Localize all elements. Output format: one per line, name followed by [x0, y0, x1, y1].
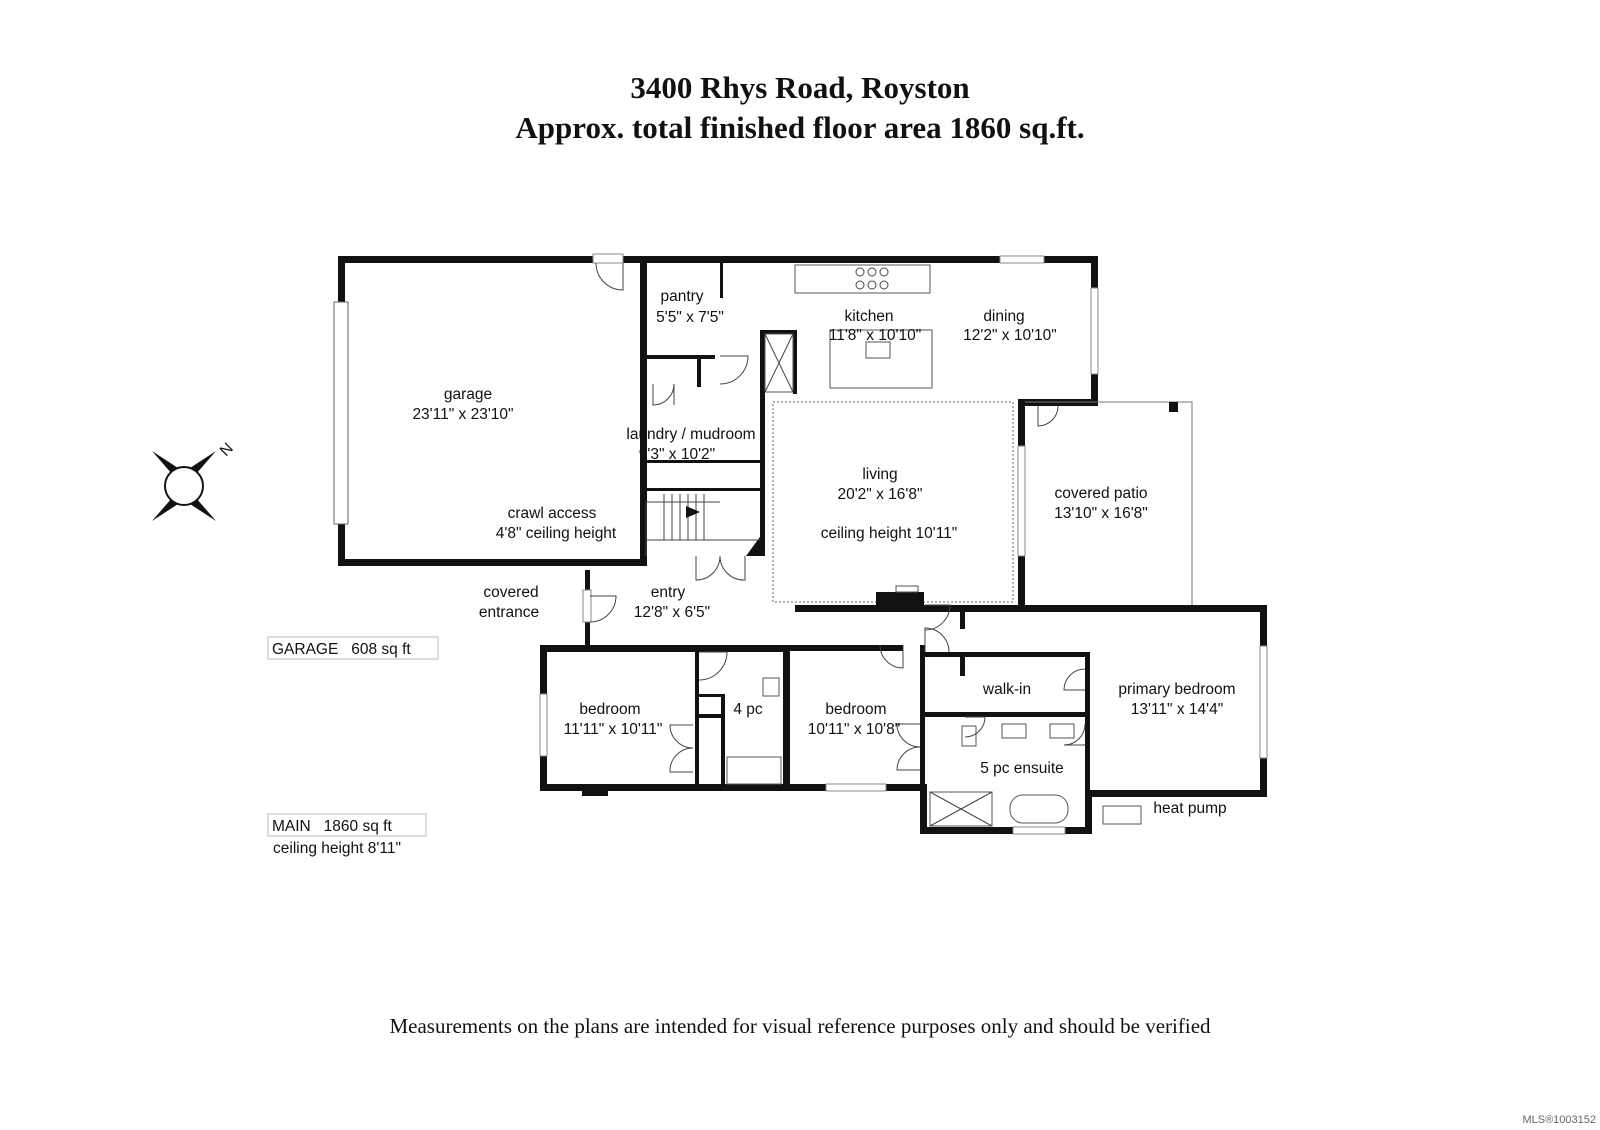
svg-text:4 pc: 4 pc	[733, 701, 763, 718]
room-label-ensuite: 5 pc ensuite	[980, 760, 1064, 777]
stairs	[645, 494, 760, 556]
svg-text:9'3" x 10'2": 9'3" x 10'2"	[639, 446, 715, 463]
svg-text:11'11" x 10'11": 11'11" x 10'11"	[564, 721, 663, 738]
svg-text:ceiling height 10'11": ceiling height 10'11"	[821, 525, 958, 542]
svg-text:entry: entry	[651, 584, 686, 601]
room-label-bedroom-2: bedroom 10'11" x 10'8"	[808, 701, 900, 738]
room-label-covered-entrance: covered entrance	[479, 584, 539, 621]
svg-text:20'2" x 16'8": 20'2" x 16'8"	[837, 486, 922, 503]
stove-icon	[855, 267, 889, 290]
svg-text:covered: covered	[483, 584, 538, 601]
room-label-crawl-access: crawl access 4'8" ceiling height	[496, 505, 617, 542]
svg-text:23'11" x 23'10": 23'11" x 23'10"	[412, 406, 513, 423]
svg-text:4'8" ceiling height: 4'8" ceiling height	[496, 525, 617, 542]
svg-text:laundry / mudroom: laundry / mudroom	[626, 426, 755, 443]
svg-text:pantry: pantry	[660, 288, 703, 305]
room-label-bedroom-1: bedroom 11'11" x 10'11"	[564, 701, 663, 738]
mls-watermark: MLS®1003152	[1522, 1114, 1596, 1126]
svg-text:heat pump: heat pump	[1153, 800, 1226, 817]
compass-north-label: N	[217, 440, 237, 460]
room-label-kitchen: kitchen 11'8" x 10'10"	[829, 308, 921, 344]
room-label-pantry: pantry 5'5" x 7'5"	[656, 288, 724, 326]
room-label-living: living 20'2" x 16'8" ceiling height 10'1…	[821, 466, 958, 542]
garage-area	[333, 253, 647, 566]
compass-icon: N	[152, 440, 237, 521]
summary-garage: GARAGE 608 sq ft	[267, 636, 439, 660]
svg-text:living: living	[862, 466, 897, 483]
svg-text:12'8" x 6'5": 12'8" x 6'5"	[634, 604, 710, 621]
svg-text:crawl access: crawl access	[508, 505, 597, 522]
plan-title-area: Approx. total finished floor area 1860 s…	[515, 110, 1085, 145]
disclaimer-text: Measurements on the plans are intended f…	[389, 1014, 1211, 1038]
svg-text:10'11" x 10'8": 10'11" x 10'8"	[808, 721, 900, 738]
main-house-walls	[539, 255, 1268, 835]
svg-text:entrance: entrance	[479, 604, 539, 621]
room-label-entry: entry 12'8" x 6'5"	[634, 584, 710, 621]
svg-text:bedroom: bedroom	[825, 701, 886, 718]
interior-walls	[582, 263, 1193, 827]
svg-text:GARAGE 608 sq ft: GARAGE 608 sq ft	[272, 641, 411, 658]
room-label-garage: garage 23'11" x 23'10"	[412, 386, 513, 423]
svg-text:13'10" x 16'8": 13'10" x 16'8"	[1054, 505, 1148, 522]
svg-text:dining: dining	[983, 308, 1024, 325]
svg-text:primary bedroom: primary bedroom	[1118, 681, 1235, 698]
room-label-4pc-bath: 4 pc	[733, 701, 763, 718]
svg-text:5 pc ensuite: 5 pc ensuite	[980, 760, 1064, 777]
room-label-laundry: laundry / mudroom 9'3" x 10'2"	[626, 426, 755, 463]
door-swings	[589, 355, 1086, 773]
svg-text:ceiling height 8'11": ceiling height 8'11"	[273, 840, 401, 857]
plan-title-address: 3400 Rhys Road, Royston	[630, 70, 970, 105]
room-label-primary-bedroom: primary bedroom 13'11" x 14'4"	[1118, 681, 1235, 718]
svg-text:garage: garage	[444, 386, 492, 403]
svg-text:walk-in: walk-in	[982, 681, 1031, 698]
summary-main: MAIN 1860 sq ft ceiling height 8'11"	[267, 813, 427, 857]
svg-text:covered patio: covered patio	[1054, 485, 1147, 502]
room-label-heat-pump: heat pump	[1153, 800, 1226, 817]
svg-text:kitchen: kitchen	[844, 308, 893, 325]
room-label-walk-in: walk-in	[982, 681, 1031, 698]
svg-text:MAIN 1860 sq ft: MAIN 1860 sq ft	[272, 818, 392, 835]
svg-text:bedroom: bedroom	[579, 701, 640, 718]
svg-text:11'8" x 10'10": 11'8" x 10'10"	[829, 327, 921, 344]
svg-text:13'11" x 14'4": 13'11" x 14'4"	[1131, 701, 1223, 718]
svg-text:12'2" x 10'10": 12'2" x 10'10"	[963, 327, 1057, 344]
svg-text:5'5" x 7'5": 5'5" x 7'5"	[656, 309, 724, 326]
room-label-covered-patio: covered patio 13'10" x 16'8"	[1054, 485, 1148, 522]
room-label-dining: dining 12'2" x 10'10"	[963, 308, 1057, 344]
